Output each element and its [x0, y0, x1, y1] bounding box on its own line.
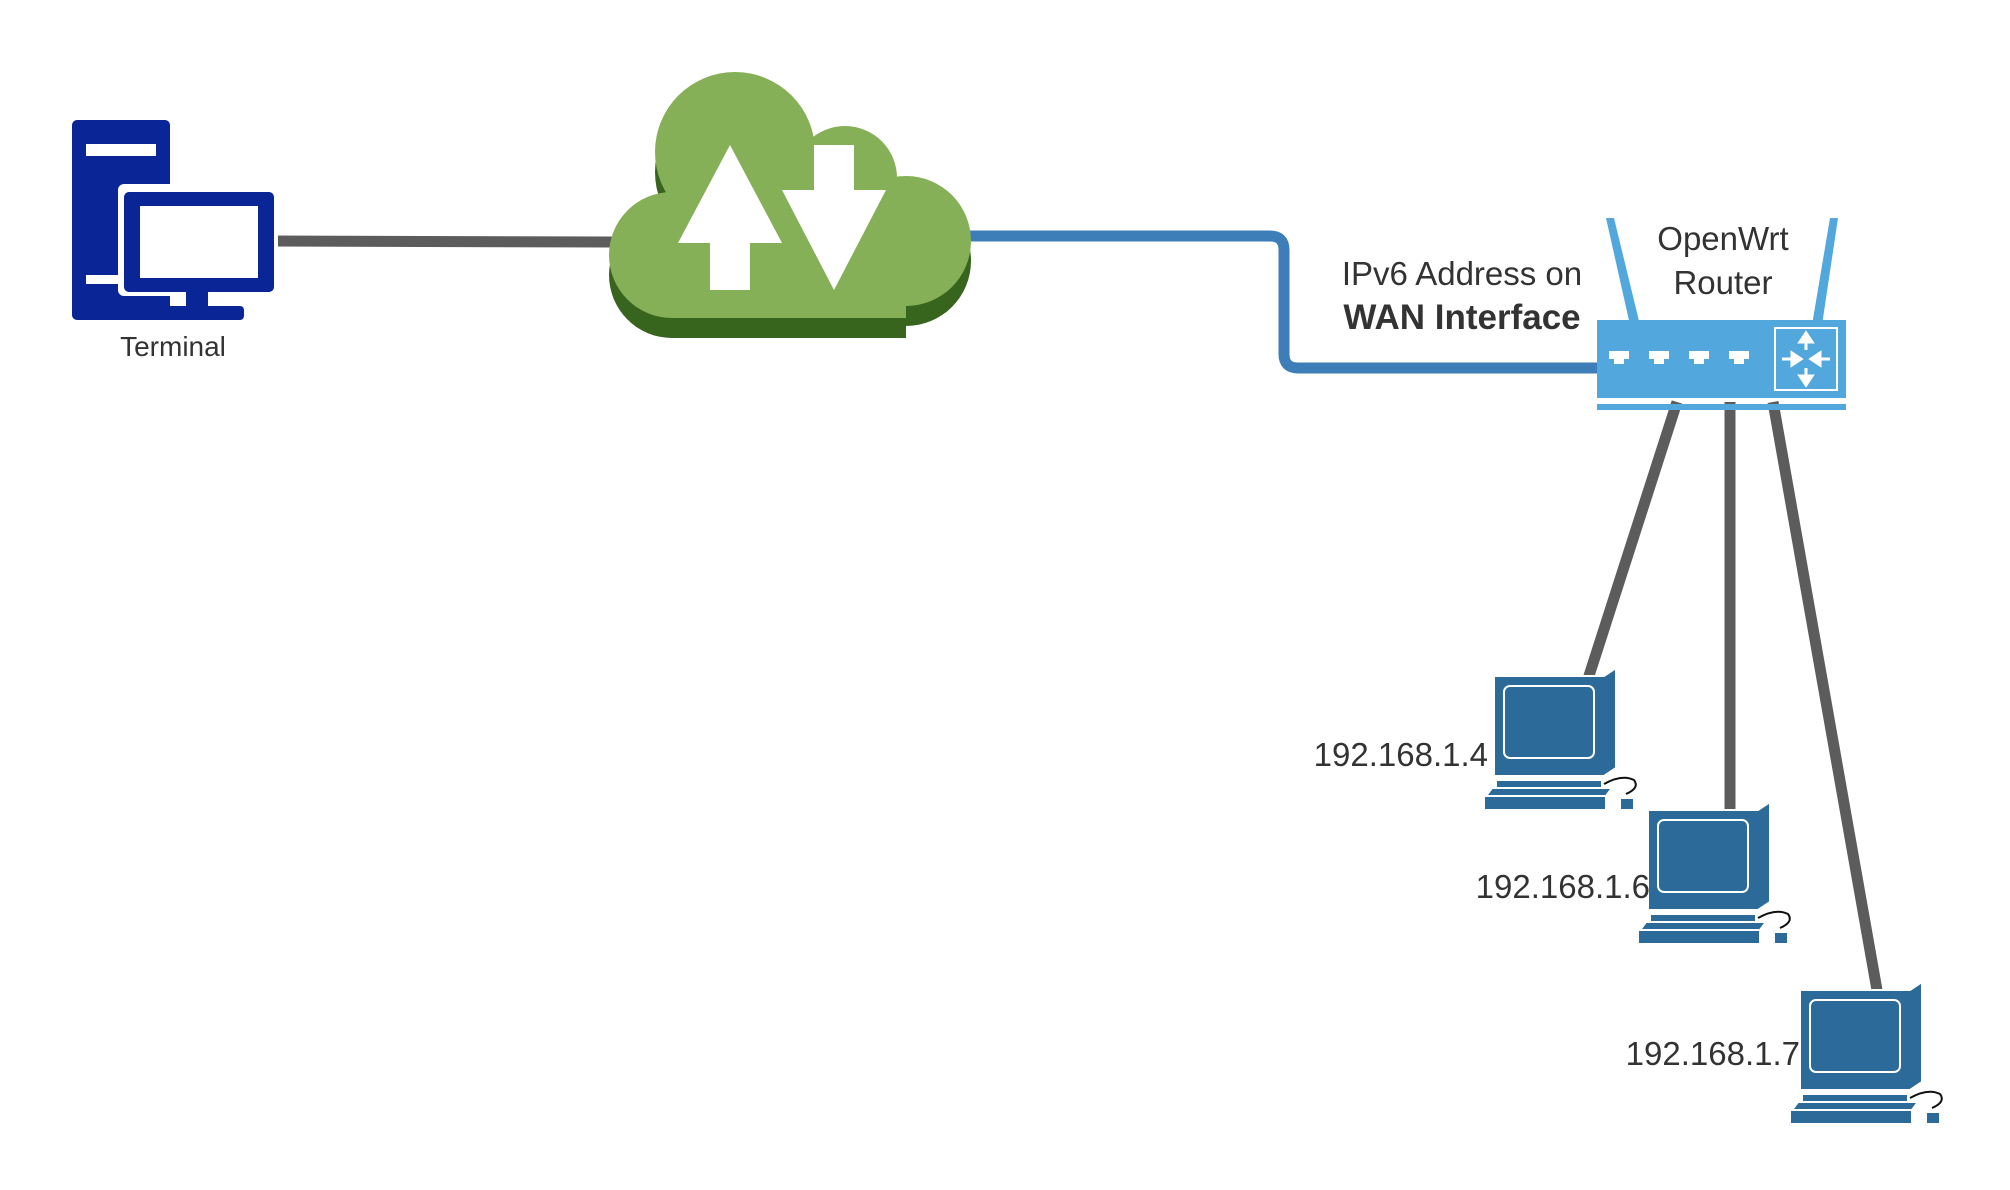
terminal-to-internet-link	[269, 235, 613, 248]
client-1-ip-label: 192.168.1.4	[1314, 736, 1488, 773]
wan-label-line2: WAN Interface	[1343, 298, 1580, 337]
client-2-ip-label: 192.168.1.6	[1476, 868, 1650, 905]
desktop-computer-icon	[1637, 800, 1791, 945]
client-3-ip-label: 192.168.1.7	[1626, 1035, 1800, 1072]
desktop-computer-icon	[1483, 666, 1637, 811]
server-workstation-icon	[72, 120, 278, 320]
desktop-computer-icon	[1789, 980, 1943, 1125]
router-label-line2: Router	[1673, 264, 1772, 301]
cloud-upload-download-icon	[609, 72, 971, 338]
internet-to-router-wan-link	[970, 230, 1600, 374]
router-to-client-3-link	[1767, 401, 1883, 991]
connections	[269, 230, 1883, 991]
router-label-line1: OpenWrt	[1657, 220, 1788, 257]
wan-label-line1: IPv6 Address on	[1342, 255, 1582, 292]
router-icon	[1597, 218, 1846, 410]
router-to-client-1-link	[1581, 400, 1683, 684]
terminal-label: Terminal	[120, 331, 226, 362]
